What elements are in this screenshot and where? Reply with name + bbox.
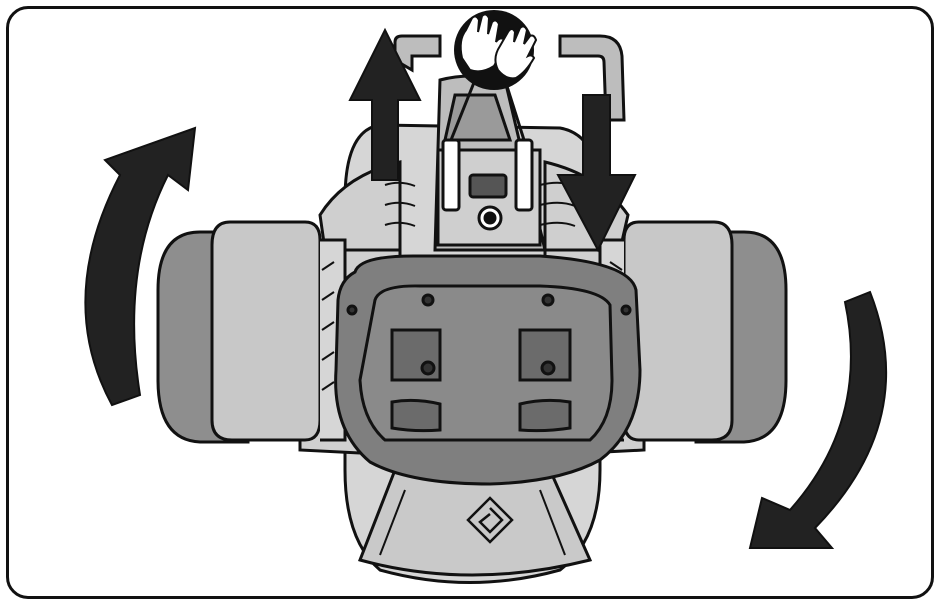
hands-icon <box>454 10 536 90</box>
seat <box>336 256 640 484</box>
left-wheel <box>158 222 345 442</box>
